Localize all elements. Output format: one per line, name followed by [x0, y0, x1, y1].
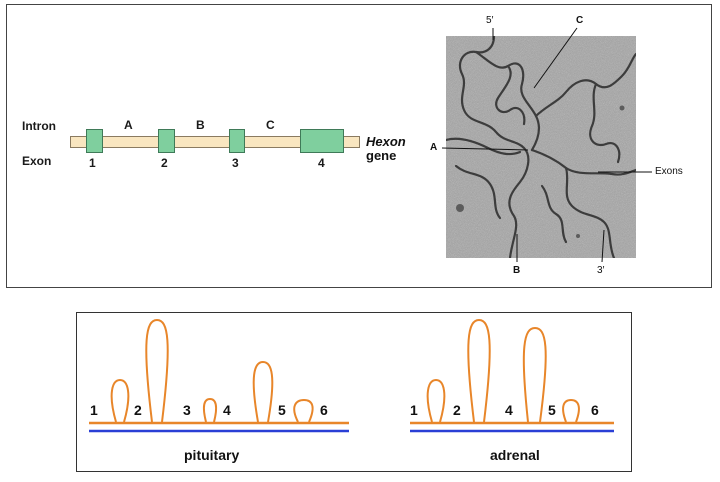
- exon-number-3: 3: [232, 156, 239, 170]
- pituitary-loop-1: [110, 378, 130, 423]
- pituitary-label: pituitary: [184, 447, 240, 463]
- adrenal-loop-1: [426, 378, 446, 423]
- pituitary-exon-4: 4: [223, 402, 231, 418]
- pituitary-loop-3: [202, 397, 218, 423]
- adrenal-exon-4: 4: [505, 402, 513, 418]
- adrenal-exon-6: 6: [591, 402, 599, 418]
- pituitary-diagram: [89, 318, 349, 433]
- pituitary-exon-2: 2: [134, 402, 142, 418]
- exon-4-box: [300, 129, 344, 153]
- gene-name-label: Hexon gene: [366, 135, 406, 163]
- adrenal-diagram: [410, 318, 614, 433]
- intron-label-c: C: [266, 118, 275, 132]
- exon-number-4: 4: [318, 156, 325, 170]
- pituitary-exon-5: 5: [278, 402, 286, 418]
- adrenal-loop-4: [562, 398, 580, 423]
- pituitary-exon-6: 6: [320, 402, 328, 418]
- gene-name: Hexon: [366, 134, 406, 149]
- intron-row-label: Intron: [22, 119, 56, 133]
- exon-row-label: Exon: [22, 154, 52, 168]
- pituitary-exon-1: 1: [90, 402, 98, 418]
- adrenal-loop-2: [467, 318, 491, 423]
- exon-3-box: [229, 129, 245, 153]
- pituitary-loop-4: [252, 360, 274, 423]
- gene-word: gene: [366, 148, 397, 163]
- b-label: B: [513, 265, 521, 276]
- pituitary-exon-3: 3: [183, 402, 191, 418]
- adrenal-exon-1: 1: [410, 402, 418, 418]
- adrenal-exon-2: 2: [453, 402, 461, 418]
- adrenal-exon-5: 5: [548, 402, 556, 418]
- a-label: A: [430, 142, 438, 153]
- c-label: C: [576, 15, 584, 26]
- exons-label: Exons: [655, 166, 683, 177]
- intron-label-a: A: [124, 118, 133, 132]
- gene-bar: [70, 136, 360, 148]
- five-prime-label: 5′: [486, 15, 494, 26]
- splicing-panel: [76, 312, 632, 472]
- electron-micrograph: [446, 36, 636, 258]
- exon-1-box: [86, 129, 103, 153]
- adrenal-loop-3: [522, 326, 547, 423]
- three-prime-label: 3′: [597, 265, 605, 276]
- exon-number-2: 2: [161, 156, 168, 170]
- pituitary-loop-5: [293, 398, 314, 423]
- pituitary-loop-2: [145, 318, 169, 423]
- adrenal-label: adrenal: [490, 447, 540, 463]
- intron-label-b: B: [196, 118, 205, 132]
- exon-number-1: 1: [89, 156, 96, 170]
- exon-2-box: [158, 129, 175, 153]
